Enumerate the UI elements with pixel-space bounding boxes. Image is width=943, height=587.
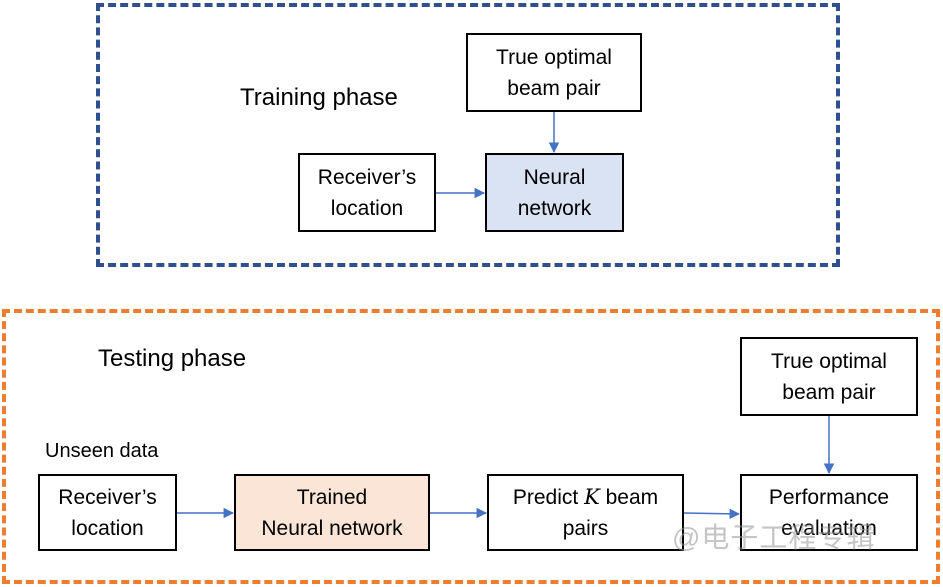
testing-receiver-location-box: Receiver’s location: [38, 474, 177, 551]
testing-trained-nn-line2: Neural network: [261, 516, 403, 540]
training-receiver-line1: Receiver’s: [317, 165, 417, 189]
testing-predict-line1: Predict K beam: [513, 482, 658, 513]
training-nn-line2: network: [517, 196, 592, 220]
testing-true-optimal-line1: True optimal: [771, 349, 887, 373]
testing-receiver-line2: location: [71, 516, 144, 540]
training-receiver-line2: location: [330, 196, 404, 220]
testing-true-optimal-beam-pair-box: True optimal beam pair: [740, 337, 918, 416]
predict-suffix: beam: [599, 485, 659, 509]
testing-true-optimal-line2: beam pair: [782, 380, 876, 404]
testing-phase-frame: [2, 309, 940, 584]
training-neural-network-box: Neural network: [485, 153, 624, 232]
testing-predict-k-beam-pairs-box: Predict K beam pairs: [487, 474, 684, 551]
unseen-data-label: Unseen data: [45, 440, 159, 462]
training-true-optimal-beam-pair-box: True optimal beam pair: [466, 33, 642, 112]
training-receiver-location-box: Receiver’s location: [298, 153, 436, 232]
testing-trained-neural-network-box: Trained Neural network: [234, 474, 430, 551]
watermark: @电子工程专辑: [672, 522, 876, 553]
training-phase-frame: [96, 3, 840, 267]
training-nn-line1: Neural: [523, 165, 586, 189]
training-true-optimal-line2: beam pair: [507, 76, 601, 100]
testing-performance-evaluation-box: Performance evaluation: [740, 474, 918, 551]
predict-prefix: Predict: [512, 485, 585, 509]
testing-trained-nn-line1: Trained: [296, 485, 368, 509]
arrow-predict-to-performance: [683, 508, 741, 520]
testing-receiver-line1: Receiver’s: [58, 485, 157, 509]
training-phase-title: Training phase: [240, 84, 398, 111]
testing-performance-line2: evaluation: [781, 516, 877, 540]
testing-performance-line1: Performance: [768, 485, 890, 509]
training-true-optimal-line1: True optimal: [496, 45, 612, 69]
predict-k-variable: K: [584, 484, 600, 509]
testing-predict-line2: pairs: [562, 516, 609, 540]
testing-phase-title: Testing phase: [98, 345, 247, 372]
